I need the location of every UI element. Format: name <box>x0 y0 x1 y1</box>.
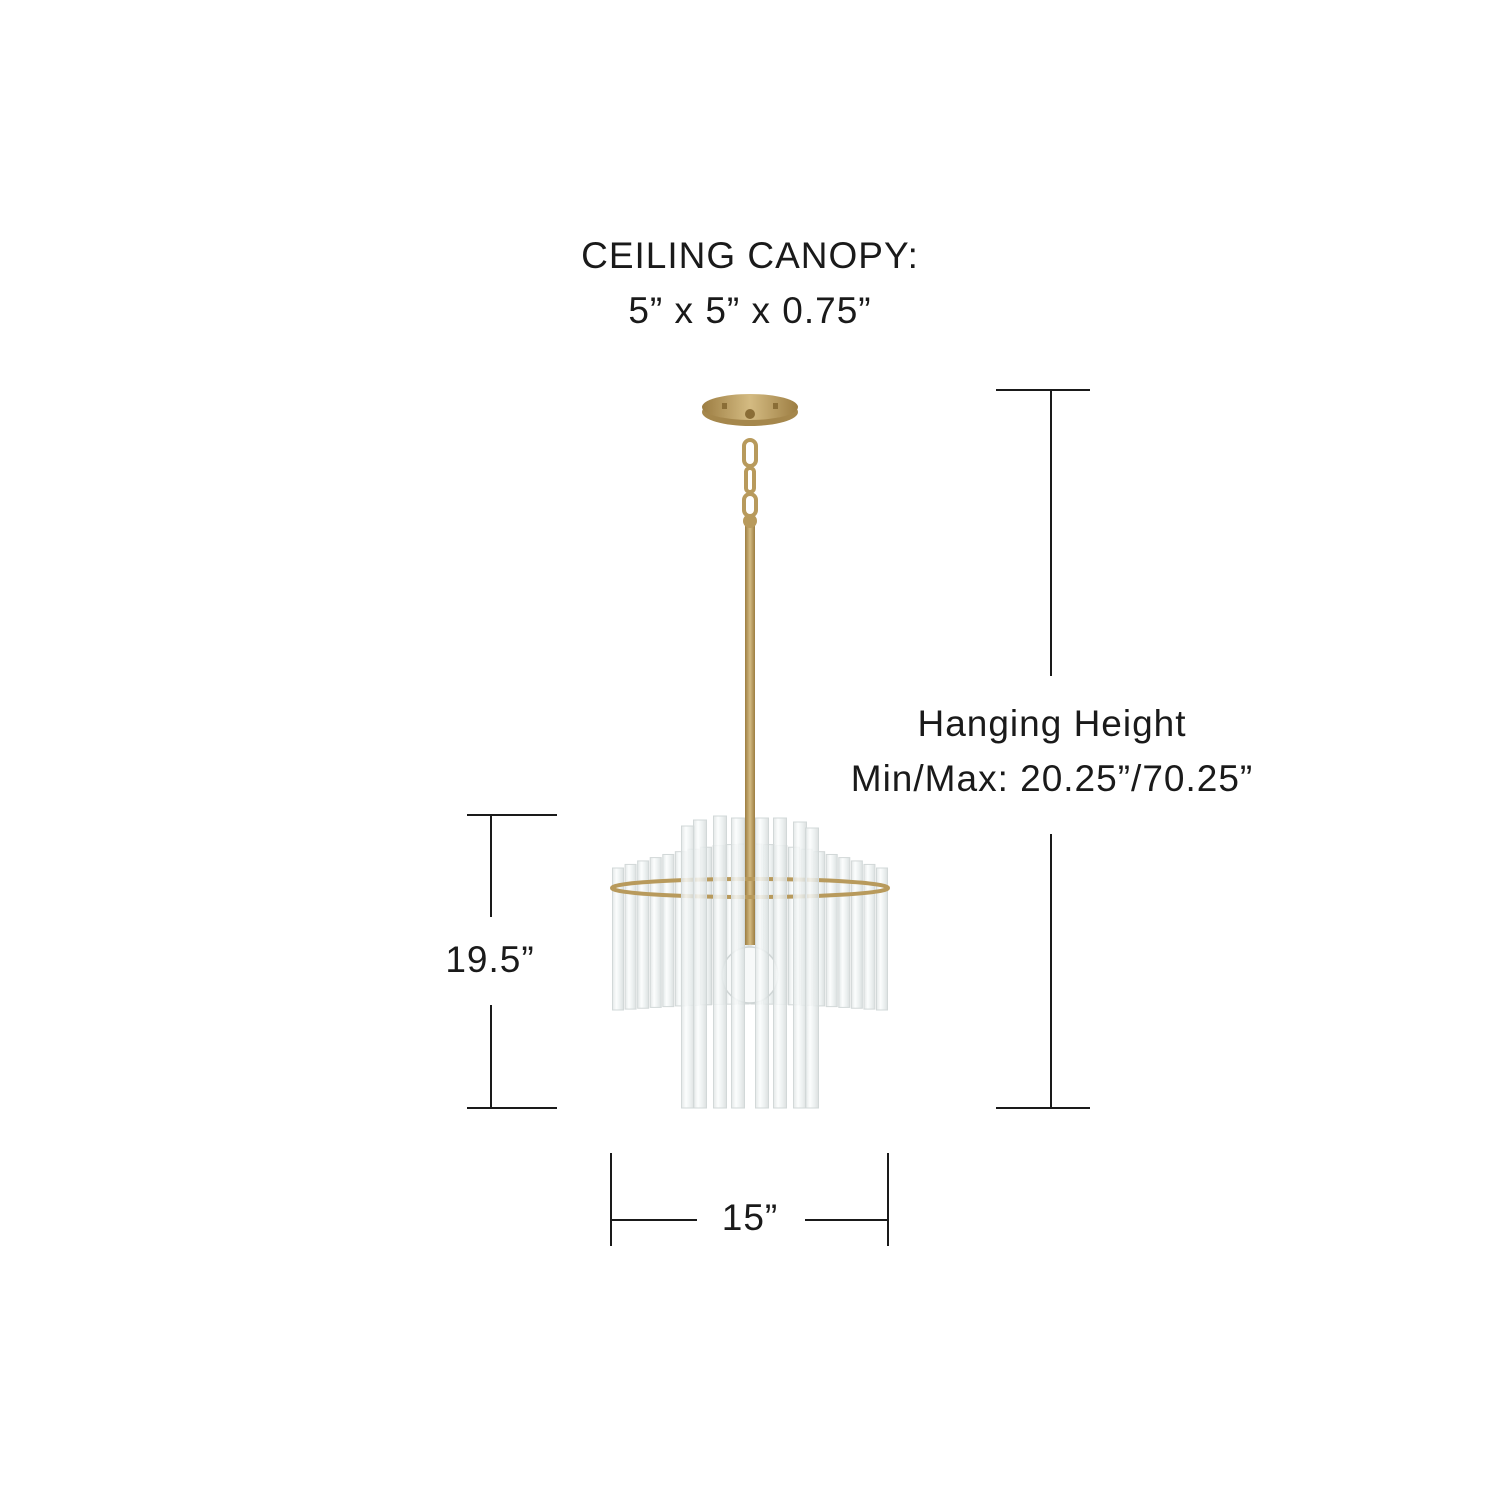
hanging-height-dimension: Hanging Height Min/Max: 20.25”/70.25” <box>851 389 1253 1109</box>
pendant-fixture <box>610 394 890 1109</box>
glass-rod <box>805 827 819 1109</box>
glass-rod <box>876 867 888 1011</box>
glass-rod <box>637 860 650 1009</box>
glass-rod <box>681 825 695 1109</box>
hanging-height-title: Hanging Height <box>917 703 1186 744</box>
glass-rod <box>863 863 876 1010</box>
canopy <box>702 394 798 426</box>
width-dimension: 15” <box>610 1153 889 1246</box>
canopy-title: CEILING CANOPY: <box>581 235 919 276</box>
front-glass-rods <box>681 815 819 1109</box>
glass-rod <box>850 860 863 1009</box>
brass-ring <box>610 877 890 899</box>
width-label: 15” <box>722 1197 778 1238</box>
height-label: 19.5” <box>445 939 534 980</box>
bulb <box>721 946 779 1004</box>
glass-rod <box>612 867 624 1011</box>
glass-rod <box>649 857 662 1008</box>
glass-rod <box>838 857 851 1008</box>
glass-rod <box>662 853 675 1008</box>
glass-rod <box>731 817 745 1109</box>
height-dimension: 19.5” <box>445 814 557 1109</box>
downrod <box>745 525 755 945</box>
chain <box>742 438 758 528</box>
glass-rod <box>693 819 707 1109</box>
glass-rod <box>793 821 807 1109</box>
hanging-height-range: Min/Max: 20.25”/70.25” <box>851 758 1253 799</box>
glass-rod <box>755 817 769 1109</box>
canopy-size: 5” x 5” x 0.75” <box>628 290 871 331</box>
glass-rod <box>713 815 727 1109</box>
glass-rod <box>624 863 637 1010</box>
glass-rod <box>825 853 838 1008</box>
glass-rod <box>773 817 787 1109</box>
